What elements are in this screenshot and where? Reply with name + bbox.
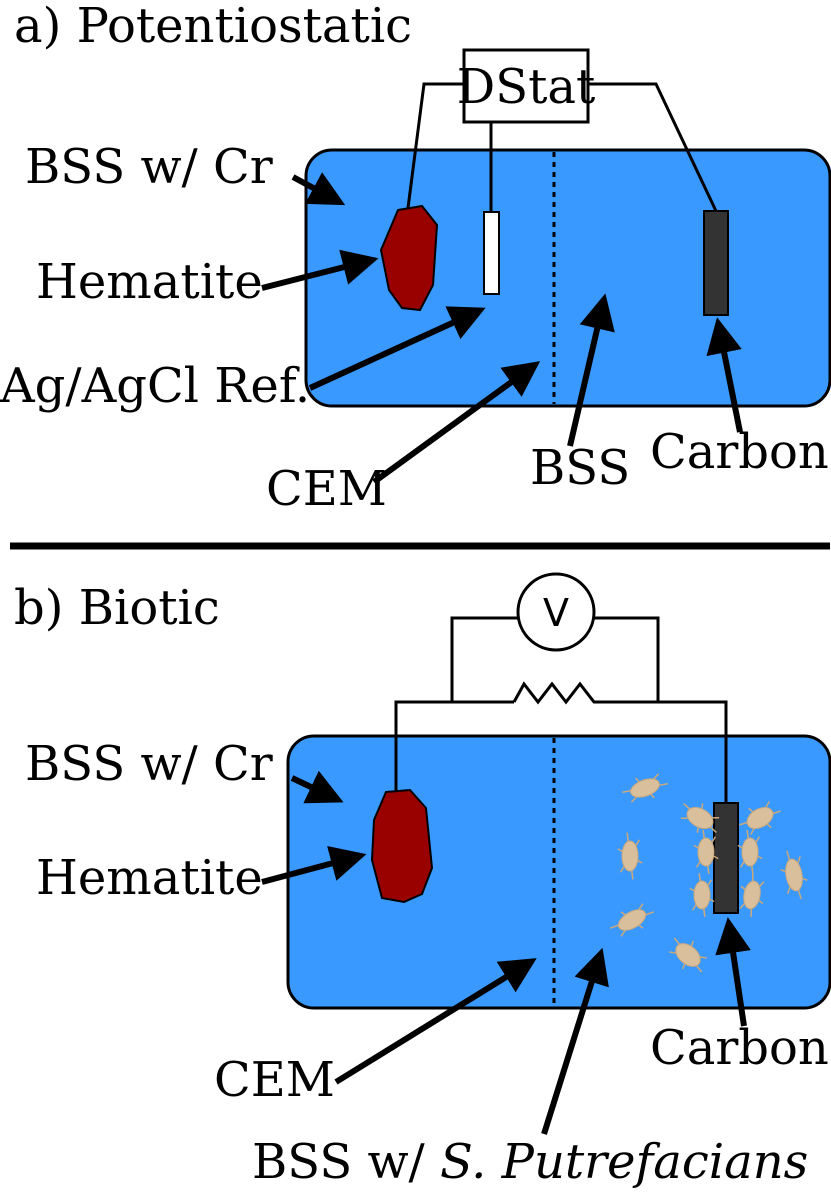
panel-a-cell-tank	[304, 148, 831, 408]
panel-b-arrow-bss-organism	[541, 947, 609, 1135]
panel-b-voltmeter-label: V	[543, 591, 569, 635]
panel-a-dstat-label: DStat	[457, 59, 596, 115]
panel-a-arrow-bss	[567, 293, 615, 447]
panel-a-label-cem: CEM	[266, 461, 387, 517]
panel-a-arrow-carbon	[706, 317, 743, 433]
panel-a-arrow-cem	[372, 361, 541, 485]
panel-a-wire-hematite	[406, 82, 464, 209]
bacterium-icon	[617, 832, 643, 880]
panel-b-cell-tank	[286, 734, 831, 1010]
bacterium-icon	[680, 803, 720, 833]
panel-b-label-bss-cr: BSS w/ Cr	[25, 736, 273, 792]
panel-a-wire-carbon	[588, 82, 718, 212]
panel-b-wire-carbon	[604, 700, 728, 803]
panel-a-arrow-ref	[308, 306, 486, 391]
panel-b-arrow-bss-cr	[290, 770, 344, 804]
bacterium-icon	[609, 903, 655, 937]
panel-b-title: b) Biotic	[14, 580, 220, 636]
panel-a-arrow-hematite	[261, 249, 379, 291]
panel-a-label-carbon: Carbon	[650, 424, 829, 480]
panel-b-wire-voltmeter-right	[594, 616, 660, 702]
panel-a-label-hematite: Hematite	[36, 254, 263, 310]
panel-b-carbon-electrode	[713, 802, 739, 914]
bacterium-icon	[669, 937, 707, 973]
bacterium-icon	[693, 830, 719, 874]
panel-b-arrow-carbon	[715, 917, 751, 1027]
panel-a-label-ref: Ag/AgCl Ref.	[0, 358, 310, 414]
panel-a-reference-electrode	[483, 211, 500, 295]
panel-a-label-bss: BSS	[530, 440, 630, 496]
panel-b-voltmeter	[516, 572, 596, 652]
panel-b-label-bss-prefix: BSS w/	[252, 1134, 440, 1190]
panel-b-arrow-hematite	[261, 846, 367, 885]
panel-b-arrow-cem	[334, 958, 537, 1085]
panel-b: b) Biotic V BSS w/ Cr Hematite CEM Carbo…	[14, 572, 831, 1190]
bacterium-icon	[780, 850, 808, 900]
panel-a-hematite-electrode	[379, 204, 439, 312]
bacterium-icon	[739, 800, 781, 836]
bacterium-icon	[689, 873, 715, 917]
panel-a-dstat-box	[462, 48, 590, 124]
bacterium-icon	[739, 872, 765, 918]
panel-b-label-organism: S. Putrefacians	[440, 1134, 808, 1190]
bacterium-icon	[737, 830, 763, 874]
panel-a-arrow-bss-cr	[291, 172, 346, 206]
panel-b-hematite-electrode	[370, 788, 434, 904]
panel-b-wire-hematite	[394, 700, 514, 792]
panel-b-label-hematite: Hematite	[36, 850, 263, 906]
panel-a-label-bss-cr: BSS w/ Cr	[25, 139, 273, 195]
panel-a-title: a) Potentiostatic	[14, 0, 412, 54]
panel-a-carbon-electrode	[703, 210, 729, 316]
panel-a: a) Potentiostatic DStat BSS w/ Cr Hemati…	[0, 0, 831, 517]
panel-b-bacteria-group	[609, 773, 808, 973]
panel-b-resistor	[512, 681, 604, 705]
panel-b-label-bss-organism: BSS w/ S. Putrefacians	[252, 1134, 808, 1190]
panel-b-label-cem: CEM	[214, 1052, 335, 1108]
panel-b-label-carbon: Carbon	[650, 1020, 829, 1076]
panel-b-wire-voltmeter-left	[450, 616, 518, 702]
bacterium-icon	[622, 773, 668, 803]
